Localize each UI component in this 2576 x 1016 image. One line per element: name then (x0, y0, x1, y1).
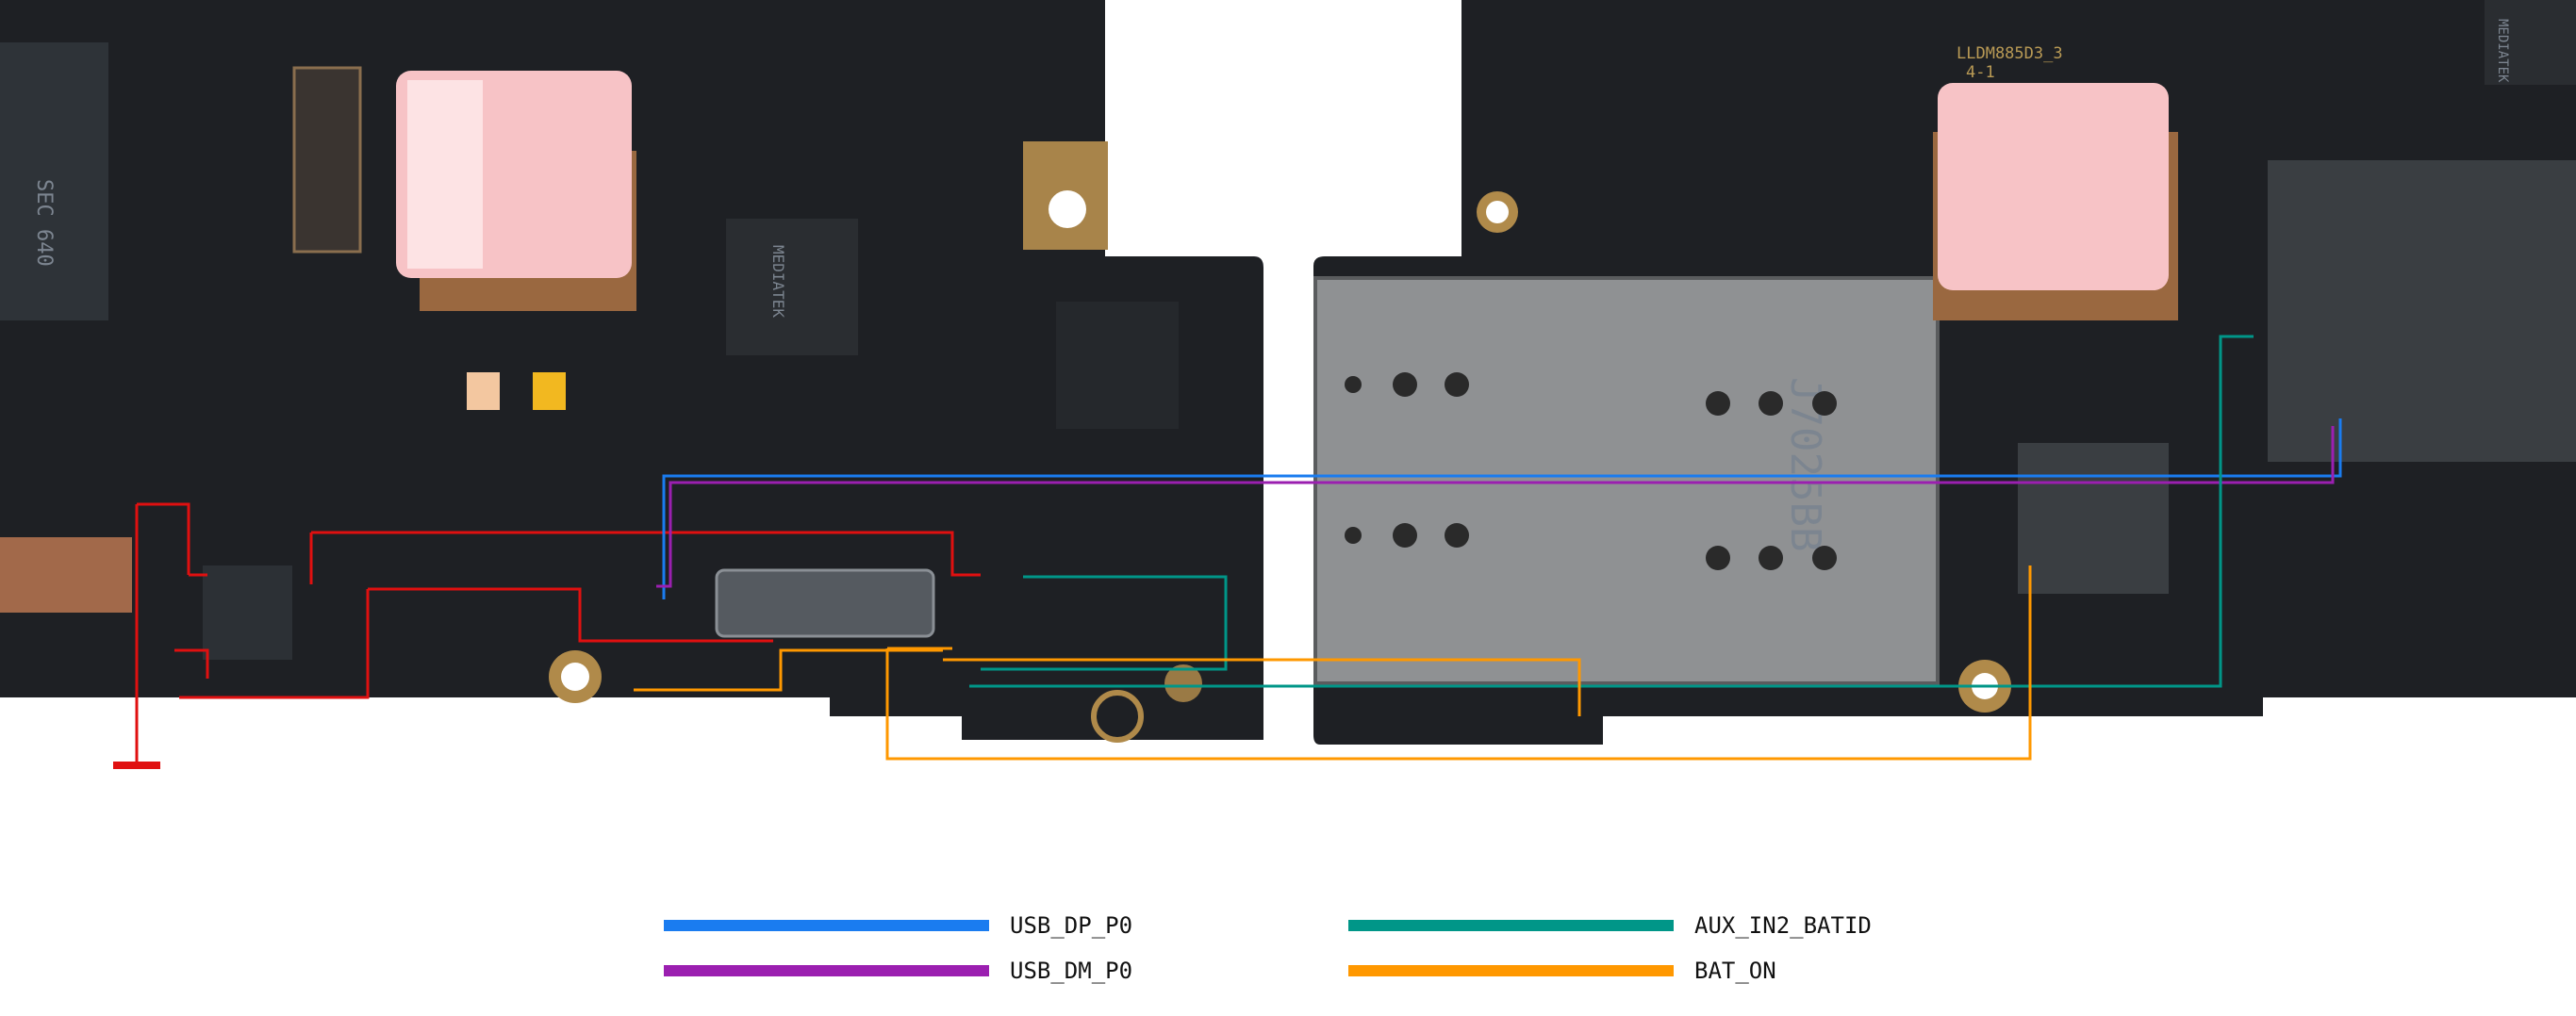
legend-label: USB_DM_P0 (1010, 958, 1133, 984)
board-connector (715, 568, 935, 638)
flex-connector (0, 537, 132, 613)
pmic-chip (726, 219, 858, 355)
trace-bat-on (634, 565, 2032, 761)
legend-swatch (664, 965, 989, 976)
legend-item-aux-batid: AUX_IN2_BATID (1348, 912, 1872, 939)
trace-red-endpoint (113, 762, 160, 769)
legend-label: AUX_IN2_BATID (1694, 912, 1872, 939)
screw-hole (561, 663, 589, 691)
ic-chip (203, 565, 292, 660)
shield-pad-right-white (1938, 83, 2169, 290)
trace-usb-dp (662, 418, 2342, 599)
qfn-chip (1056, 302, 1179, 429)
legend-item-usb-dm: USB_DM_P0 (664, 958, 1132, 984)
trace-usb-dm (656, 426, 2335, 588)
board-id-label: LLDM885D3_3 (1957, 44, 2063, 63)
memory-chip (0, 42, 108, 320)
legend-swatch (1348, 965, 1674, 976)
board-rev-label: 4-1 (1966, 63, 1995, 82)
cpu-bga (2268, 160, 2576, 462)
led (533, 372, 566, 410)
pmic-chip-label: MEDIATEK (769, 245, 787, 318)
memory-chip-label: SEC 640 (32, 179, 56, 267)
mount-hole (1049, 190, 1086, 228)
antenna-pad (1164, 664, 1202, 702)
trace-aux-batid (969, 335, 2254, 688)
cpu-chip-top (2485, 0, 2576, 85)
led (467, 372, 500, 410)
connector (292, 66, 362, 254)
legend-swatch (664, 920, 989, 931)
legend-label: USB_DP_P0 (1010, 912, 1133, 939)
shield-highlight (407, 80, 483, 269)
legend-item-bat-on: BAT_ON (1348, 958, 1776, 984)
emmc-bga (2018, 443, 2169, 594)
trace-red (135, 502, 981, 762)
screw-pad (1091, 690, 1144, 743)
legend-label: BAT_ON (1694, 958, 1776, 984)
cpu-chip-label: MEDIATEK (2495, 19, 2510, 83)
sim-contacts (1345, 372, 1837, 570)
legend-item-usb-dp: USB_DP_P0 (664, 912, 1132, 939)
screw-hole (1486, 201, 1509, 223)
sim-tray (1313, 276, 1940, 685)
legend-swatch (1348, 920, 1674, 931)
